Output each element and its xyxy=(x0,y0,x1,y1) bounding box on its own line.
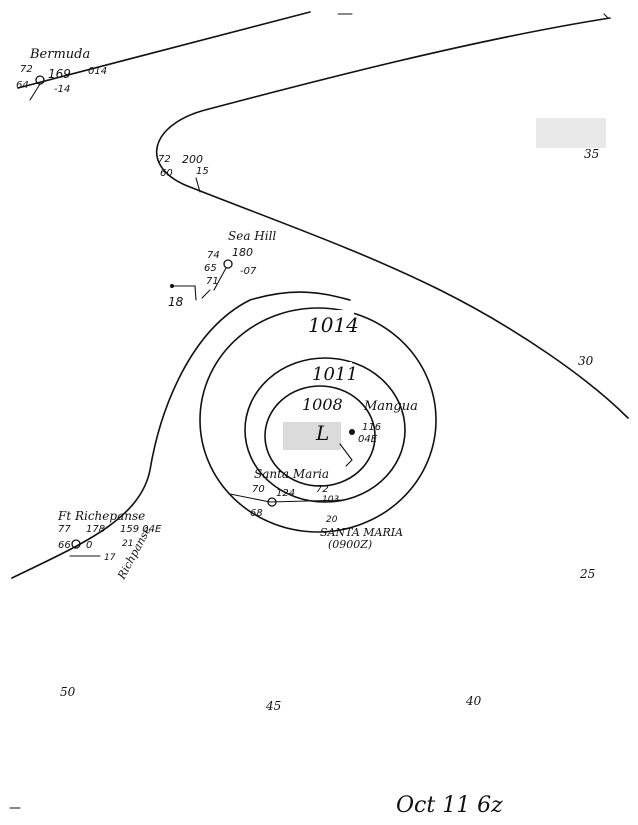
lat-label-30: 30 xyxy=(578,354,594,368)
wind-barb xyxy=(213,267,227,291)
station-wind: 20 xyxy=(326,515,338,525)
low-center-label: L xyxy=(315,421,329,445)
station-circle xyxy=(223,259,233,269)
isobar-label-bg xyxy=(298,393,342,413)
smudge xyxy=(536,118,606,148)
lon-label-45: 45 xyxy=(265,699,281,713)
isobar-label-bg xyxy=(304,310,354,336)
station-trend: 15 xyxy=(196,166,209,177)
station-temp: 77 xyxy=(58,524,71,535)
station-name-ft-richepanse: Ft Richepanse xyxy=(57,509,145,523)
tick-mark xyxy=(603,13,609,19)
station-trend: 0 xyxy=(86,540,92,551)
station-code: 04E xyxy=(358,434,378,445)
station-name-mangua: Mangua xyxy=(363,399,418,414)
station-dew: 65 xyxy=(204,263,217,274)
isobar-label-1008: 1008 xyxy=(302,395,343,414)
lon-label-50: 50 xyxy=(60,685,76,699)
station-name-santa-maria-caps: SANTA MARIA xyxy=(320,526,403,539)
isobar-label-1014: 1014 xyxy=(308,313,359,337)
station-temp: 72 xyxy=(20,64,33,75)
isobar-1014 xyxy=(199,307,437,533)
wind-barb xyxy=(195,177,201,193)
trough-line xyxy=(11,291,351,579)
station-dot xyxy=(170,284,174,288)
wind-value-18: 18 xyxy=(168,295,184,309)
wind-barb xyxy=(29,83,41,101)
wind-marker xyxy=(171,285,197,301)
station-extra: 71 xyxy=(206,276,219,287)
station-pressure: 200 xyxy=(182,153,203,166)
station-code: 159 04E xyxy=(120,524,162,535)
lat-label-25: 25 xyxy=(579,567,595,581)
station-temp: 74 xyxy=(207,250,220,261)
station-trend: -14 xyxy=(54,84,70,95)
station-name-sea-hill: Sea Hill xyxy=(228,229,276,243)
front-line-top xyxy=(17,11,311,89)
station-dot-mangua xyxy=(349,429,355,435)
wind-barb xyxy=(201,289,211,299)
station-pressure: 124 xyxy=(276,488,295,499)
date-label: Oct 11 6z xyxy=(396,793,503,818)
station-dew: 68 xyxy=(250,508,263,519)
lon-label-40: 40 xyxy=(465,694,482,708)
station-pressure: 116 xyxy=(362,422,381,433)
station-time: (0900Z) xyxy=(328,538,372,551)
station-pressure: 169 xyxy=(48,67,71,81)
station-extra: 72 xyxy=(316,484,329,495)
station-trend: -07 xyxy=(240,266,257,277)
station-extra: 17 xyxy=(104,553,116,563)
isobar-1011 xyxy=(244,357,406,503)
low-center-smudge xyxy=(283,422,341,450)
isobar-1008 xyxy=(264,385,376,487)
station-dew: 60 xyxy=(160,168,173,179)
station-pressure: 178 xyxy=(86,524,105,535)
station-name-bermuda: Bermuda xyxy=(29,47,90,62)
isobar-label-1011: 1011 xyxy=(312,364,358,385)
isobar-label-bg xyxy=(310,362,352,384)
station-dew: 64 xyxy=(16,80,29,91)
station-temp: 72 xyxy=(158,154,171,165)
station-dew: 66 xyxy=(58,540,71,551)
lat-label-35: 35 xyxy=(584,147,599,161)
station-code: 014 xyxy=(88,66,107,77)
station-circle xyxy=(71,539,81,549)
front-line-s-curve xyxy=(156,17,629,419)
wind-barb xyxy=(339,443,353,467)
station-name-santa-maria: Santa Maria xyxy=(254,467,329,481)
station-extra: 21 xyxy=(122,539,133,549)
wind-barb xyxy=(229,493,346,503)
station-temp: 70 xyxy=(252,484,265,495)
station-pressure: 180 xyxy=(232,246,253,259)
